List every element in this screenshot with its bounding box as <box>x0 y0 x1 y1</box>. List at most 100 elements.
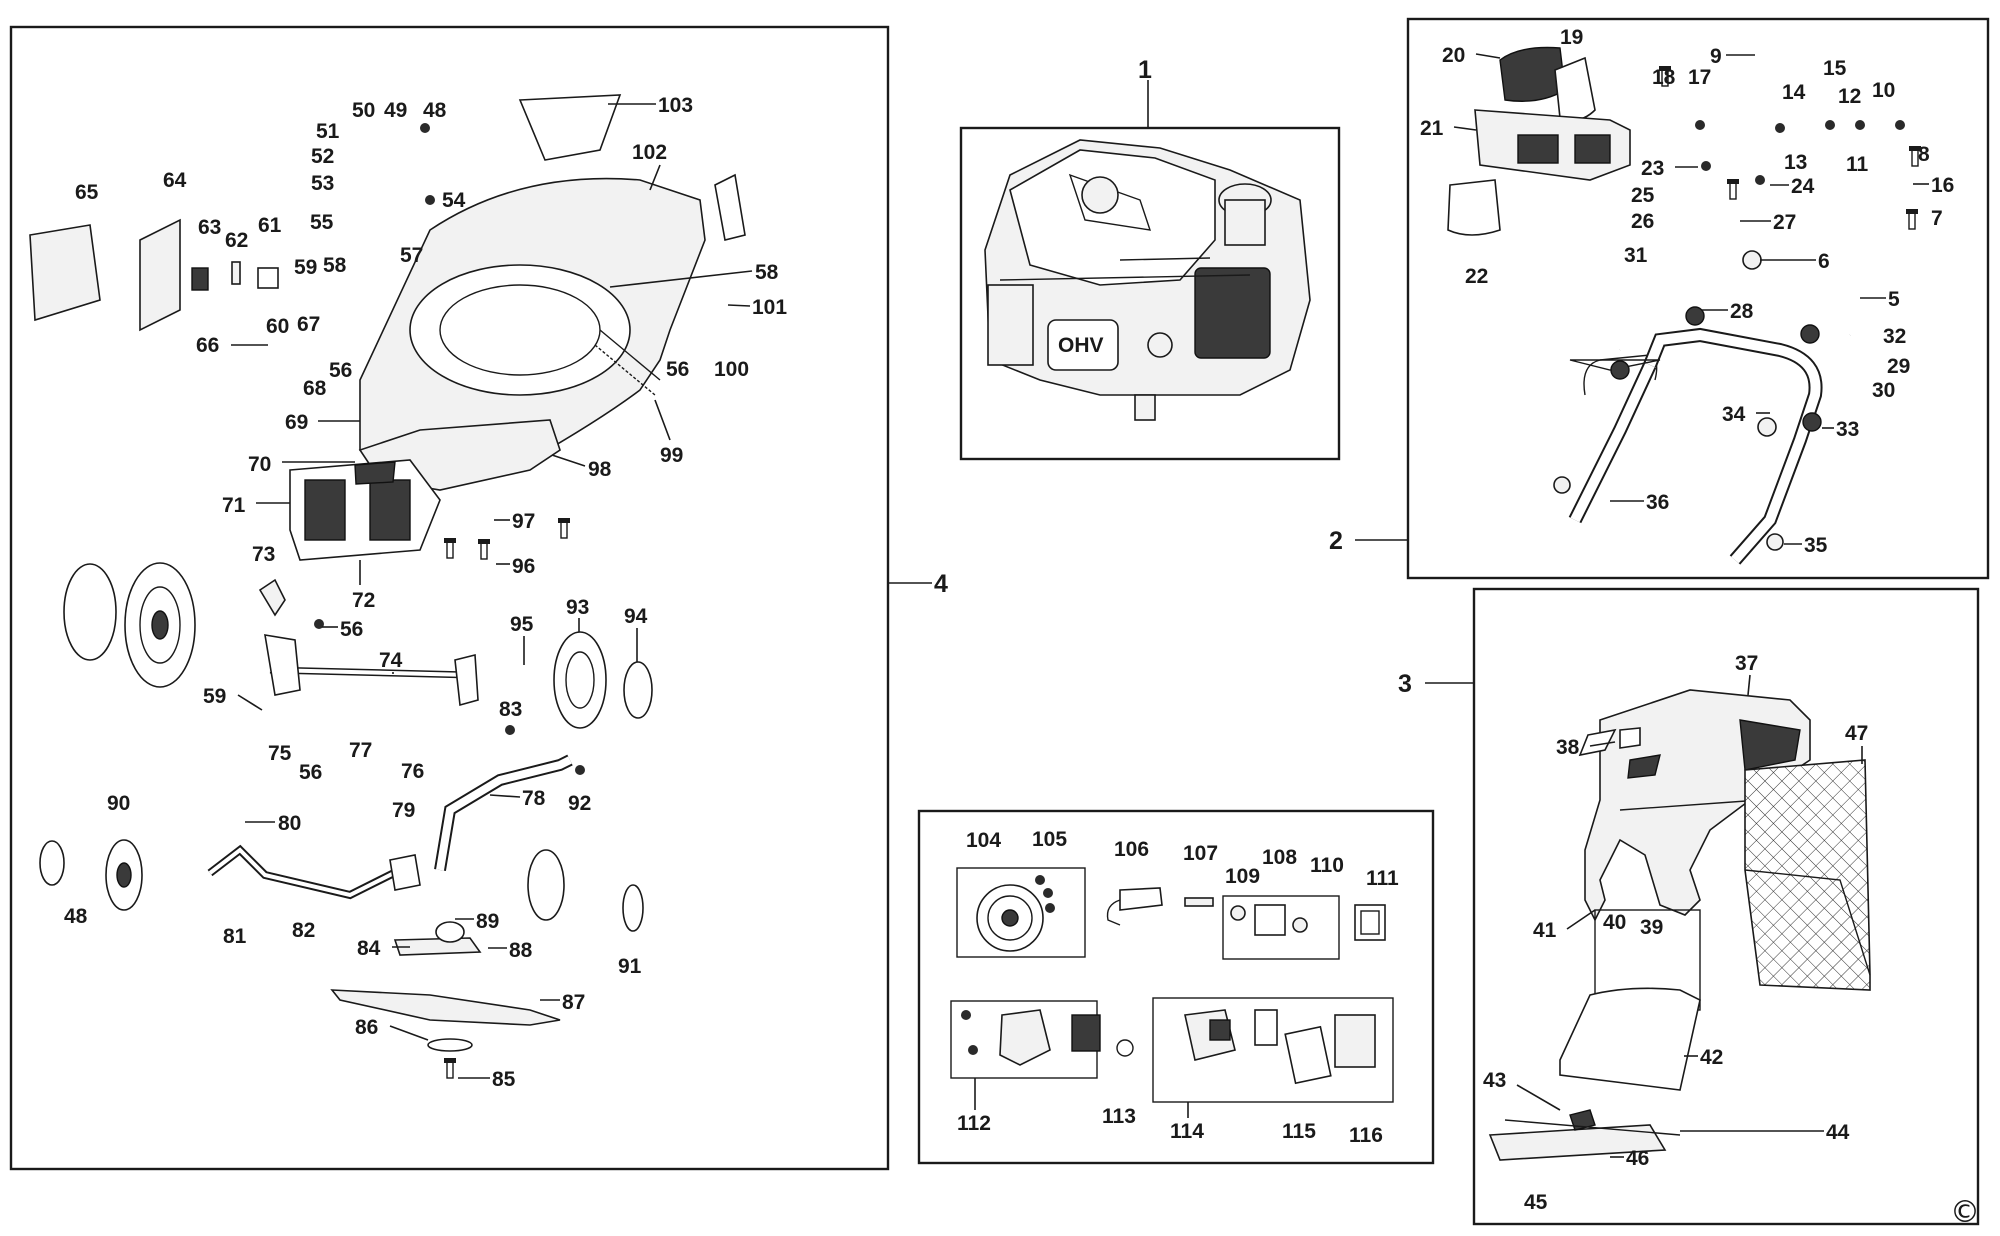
handle-section-frame <box>1406 17 1990 580</box>
callout-18: 18 <box>1652 66 1676 89</box>
callout-86: 86 <box>355 1016 378 1039</box>
callout-114: 114 <box>1170 1120 1204 1143</box>
callout-59: 59 <box>294 256 317 279</box>
callout-82: 82 <box>292 919 315 942</box>
callout-40: 40 <box>1603 911 1626 934</box>
callout-70: 70 <box>248 453 271 476</box>
callout-90: 90 <box>107 792 130 815</box>
callout-73: 73 <box>252 543 275 566</box>
callout-80: 80 <box>278 812 301 835</box>
callout-33: 33 <box>1836 418 1859 441</box>
callout-63: 63 <box>198 216 221 239</box>
callout-69: 69 <box>285 411 308 434</box>
callout-72: 72 <box>352 589 375 612</box>
callout-46: 46 <box>1626 1147 1649 1170</box>
callout-87: 87 <box>562 991 585 1014</box>
section-label-deck: 4 <box>888 570 948 598</box>
callout-101: 101 <box>752 296 787 319</box>
callout-23: 23 <box>1641 157 1664 180</box>
callout-10: 10 <box>1872 79 1895 102</box>
deck-section-frame <box>9 25 890 1171</box>
callout-79: 79 <box>392 799 415 822</box>
callout-116: 116 <box>1349 1124 1383 1147</box>
callout-29: 29 <box>1887 355 1910 378</box>
section-number-2: 2 <box>1329 527 1343 555</box>
callout-111: 111 <box>1366 867 1399 890</box>
callout-58a: 58 <box>323 254 347 277</box>
callout-65: 65 <box>75 181 99 204</box>
callout-85: 85 <box>492 1068 516 1091</box>
callout-9: 9 <box>1710 45 1722 68</box>
callout-48b: 48 <box>64 905 88 928</box>
callout-13: 13 <box>1784 151 1807 174</box>
callout-43: 43 <box>1483 1069 1506 1092</box>
callout-61: 61 <box>258 214 282 237</box>
callout-58b: 58 <box>755 261 779 284</box>
callout-51: 51 <box>316 120 340 143</box>
section-label-handle: 2 <box>1329 527 1408 555</box>
callout-95: 95 <box>510 613 534 636</box>
callout-57: 57 <box>400 244 423 267</box>
engine-parts-illustration <box>950 867 1394 1103</box>
callout-92: 92 <box>568 792 591 815</box>
callout-102: 102 <box>632 141 667 164</box>
callout-41: 41 <box>1533 919 1557 942</box>
callout-30: 30 <box>1872 379 1895 402</box>
callout-27: 27 <box>1773 211 1796 234</box>
callout-15: 15 <box>1823 57 1847 80</box>
callout-84: 84 <box>357 937 381 960</box>
callout-44: 44 <box>1826 1121 1850 1144</box>
callout-11: 11 <box>1846 153 1869 176</box>
callout-28: 28 <box>1730 300 1754 323</box>
callout-68: 68 <box>303 377 327 400</box>
callout-6: 6 <box>1818 250 1830 273</box>
callout-24: 24 <box>1791 175 1815 198</box>
callout-113: 113 <box>1102 1105 1136 1128</box>
engine-parts-section-frame <box>917 809 1435 1165</box>
handle-callouts: 20 19 9 15 18 17 14 12 10 21 13 11 8 23 … <box>1420 26 1954 557</box>
handle-illustration <box>1447 38 1926 565</box>
engine-section-frame <box>959 126 1341 461</box>
callout-56c: 56 <box>340 618 363 641</box>
callout-35: 35 <box>1804 534 1828 557</box>
callout-91: 91 <box>618 955 642 978</box>
callout-45: 45 <box>1524 1191 1548 1214</box>
callout-103: 103 <box>658 94 693 117</box>
callout-32: 32 <box>1883 325 1906 348</box>
callout-108: 108 <box>1262 846 1297 869</box>
callout-99: 99 <box>660 444 683 467</box>
deck-illustration <box>29 94 746 1079</box>
callout-49: 49 <box>384 99 407 122</box>
callout-112: 112 <box>957 1112 991 1135</box>
grass-box-section-frame <box>1472 587 1980 1226</box>
callout-50: 50 <box>352 99 375 122</box>
callout-8: 8 <box>1918 143 1930 166</box>
callout-110: 110 <box>1310 854 1344 877</box>
callout-37: 37 <box>1735 652 1758 675</box>
callout-56d: 56 <box>299 761 322 784</box>
callout-77: 77 <box>349 739 372 762</box>
section-number-4: 4 <box>934 570 948 598</box>
callout-97: 97 <box>512 510 535 533</box>
callout-42: 42 <box>1700 1046 1723 1069</box>
callout-67: 67 <box>297 313 320 336</box>
callout-83: 83 <box>499 698 522 721</box>
section-label-grass-box: 3 <box>1398 670 1474 698</box>
section-label-engine: 1 <box>1138 56 1152 128</box>
callout-109: 109 <box>1225 865 1260 888</box>
deck-callouts: 50 49 48 103 102 51 52 53 54 55 57 58 58… <box>64 94 787 1091</box>
callout-100: 100 <box>714 358 749 381</box>
callout-47: 47 <box>1845 722 1868 745</box>
callout-53: 53 <box>311 172 334 195</box>
callout-16: 16 <box>1931 174 1954 197</box>
callout-88: 88 <box>509 939 533 962</box>
callout-22: 22 <box>1465 265 1488 288</box>
callout-20: 20 <box>1442 44 1465 67</box>
callout-64: 64 <box>163 169 187 192</box>
callout-62: 62 <box>225 229 248 252</box>
section-number-1: 1 <box>1138 56 1152 84</box>
callout-12: 12 <box>1838 85 1861 108</box>
callout-105: 105 <box>1032 828 1067 851</box>
callout-7: 7 <box>1931 207 1943 230</box>
